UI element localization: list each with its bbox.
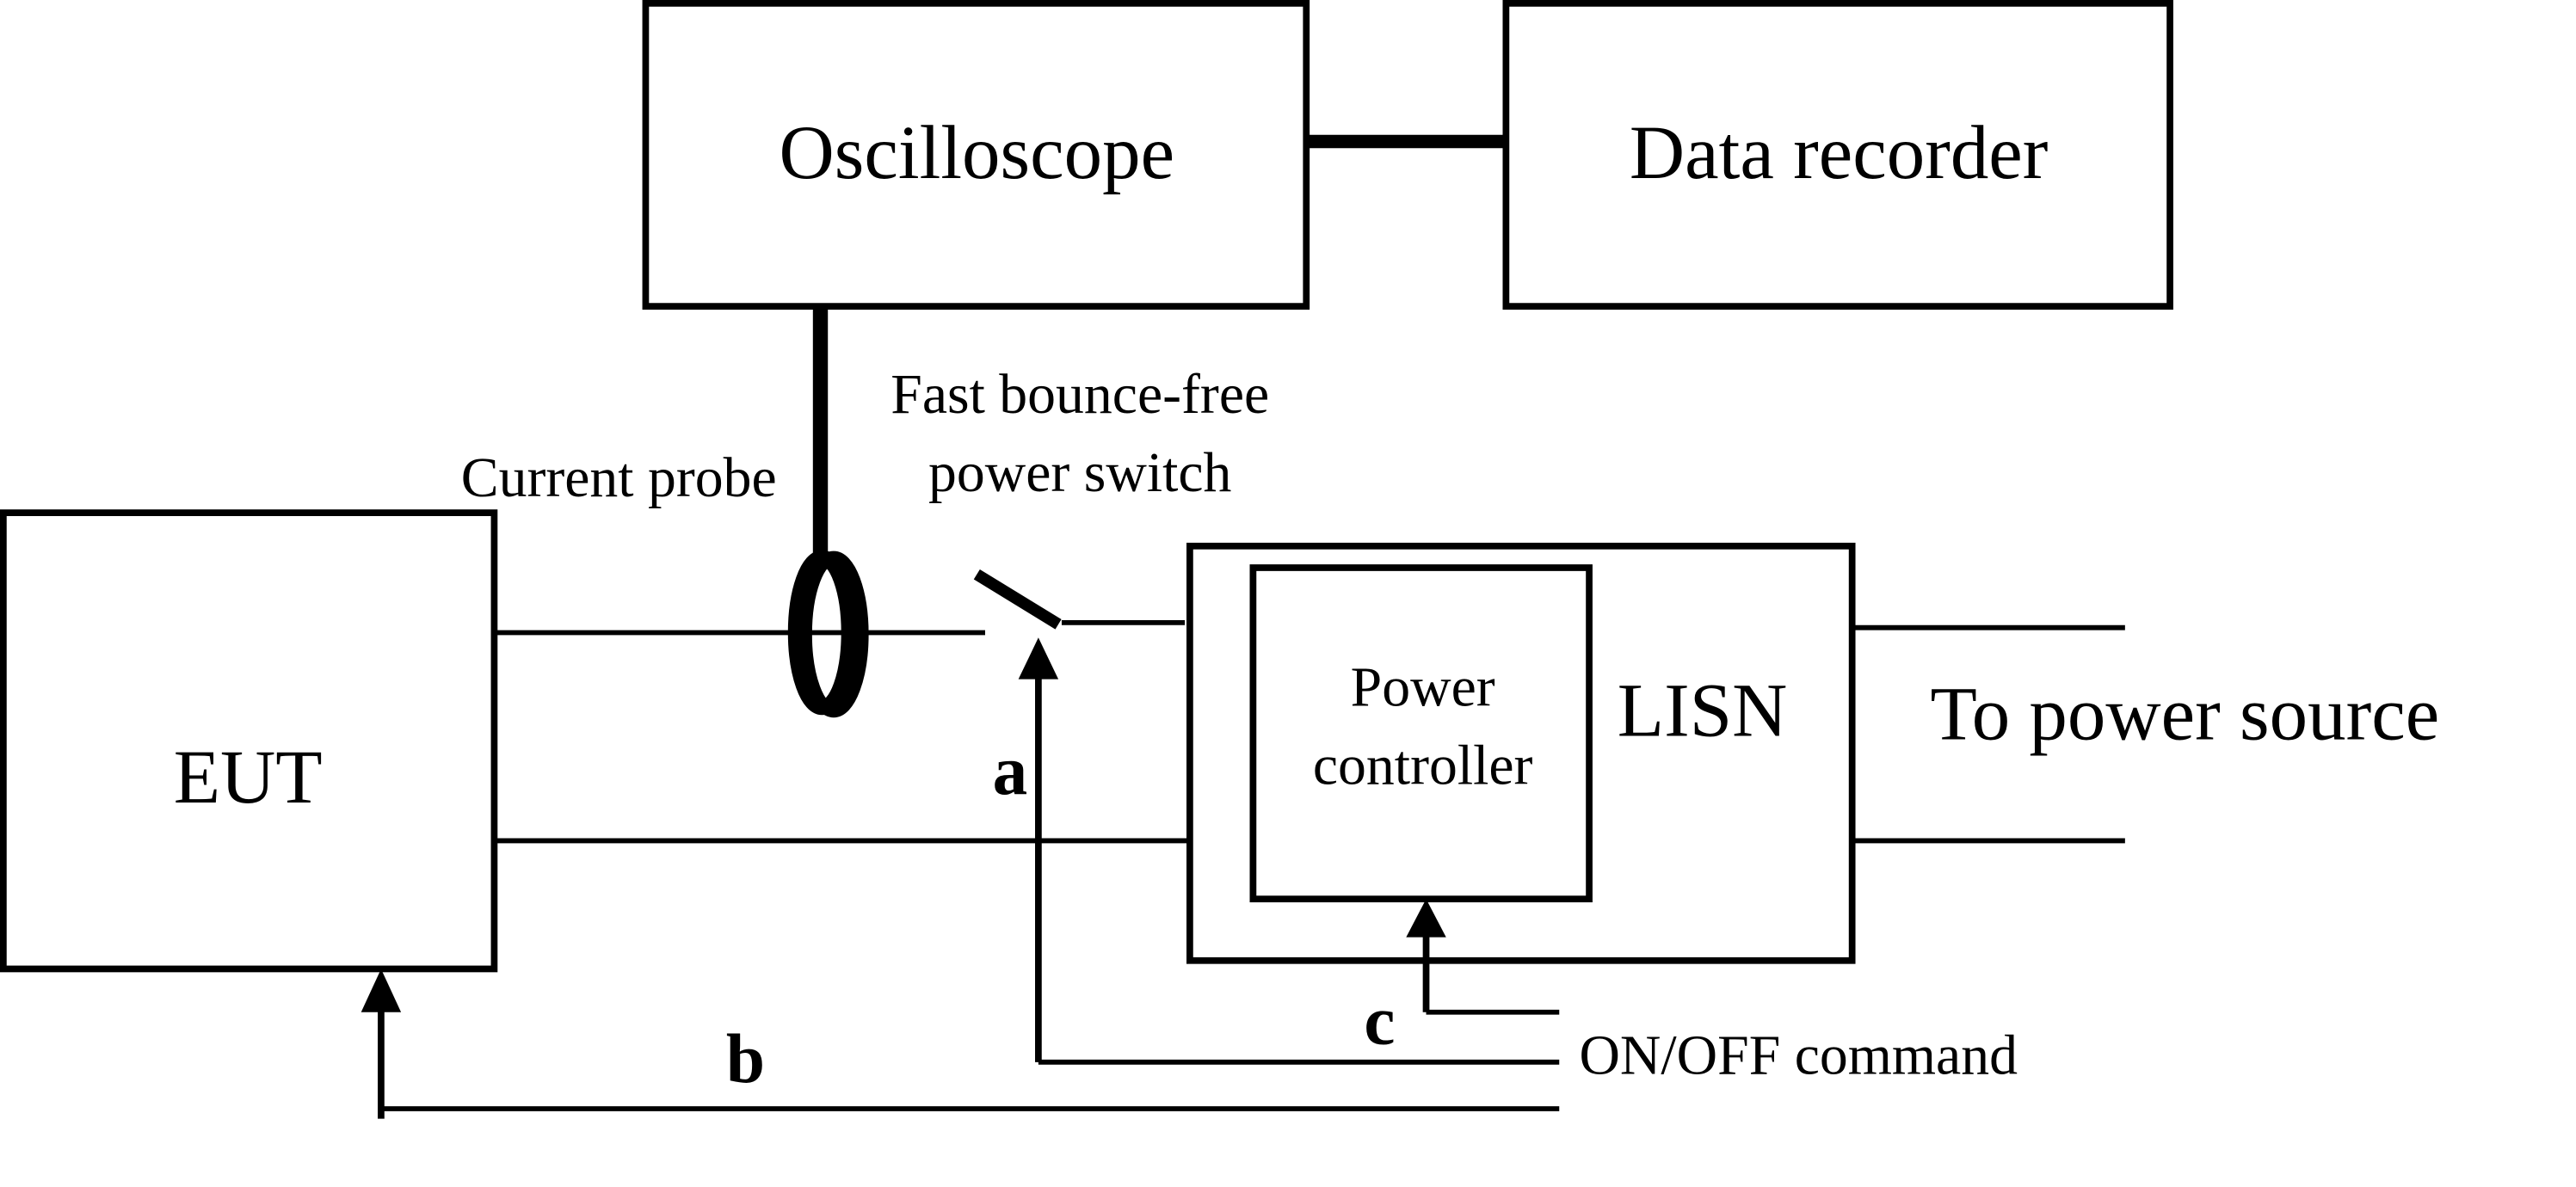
eut-command-arrowhead (361, 969, 402, 1012)
on-off-command-label: ON/OFF command (1579, 1024, 2018, 1086)
label-b: b (726, 1020, 765, 1098)
label-c: c (1364, 982, 1395, 1060)
current-probe-label: Current probe (461, 446, 777, 509)
oscilloscope-box (642, 0, 1310, 310)
power-controller-label-line-2: controller (1313, 735, 1533, 797)
power-switch-icon (973, 569, 1062, 630)
power-controller-box (1249, 564, 1593, 903)
switch-label-line-1: Fast bounce-free (891, 363, 1269, 426)
eut-box (0, 509, 498, 973)
label-a: a (993, 732, 1028, 809)
lisn-label: LISN (1618, 668, 1788, 753)
controller-command-arrowhead (1406, 899, 1446, 938)
current-probe-icon (787, 550, 857, 716)
power-controller-label-line-1: Power (1351, 656, 1495, 719)
switch-label-line-2: power switch (928, 441, 1231, 504)
eut-label: EUT (174, 735, 323, 820)
oscilloscope-label: Oscilloscope (780, 111, 1175, 195)
data-recorder-box (1502, 0, 2173, 310)
data-recorder-label: Data recorder (1630, 111, 2049, 195)
switch-command-arrowhead (1018, 637, 1059, 680)
power-source-label: To power source (1931, 672, 2440, 756)
